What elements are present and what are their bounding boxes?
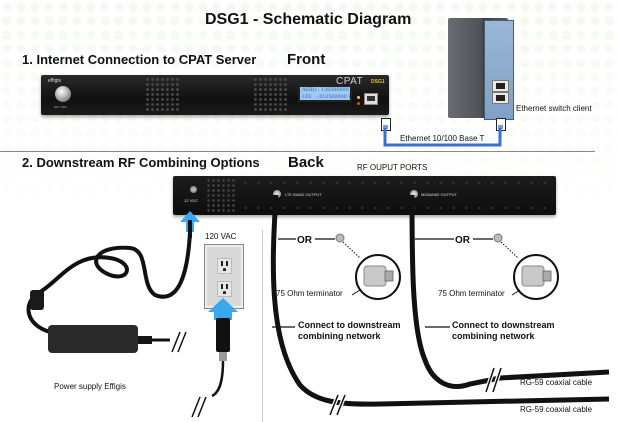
back-view-label: Back bbox=[288, 154, 324, 171]
coax-connector-icon bbox=[273, 190, 281, 198]
connect-downstream-label: Connect to downstream combining network bbox=[298, 320, 401, 341]
status-led-icon bbox=[357, 102, 360, 105]
lcd-line: AERO : 120500000 Hz bbox=[302, 88, 352, 93]
model-label: DSG1 bbox=[371, 79, 385, 85]
separator-line bbox=[262, 230, 263, 422]
ethernet-port-icon bbox=[492, 80, 509, 92]
power-supply-brick bbox=[48, 325, 138, 353]
ethernet-link-label: Ethernet 10/100 Base T bbox=[400, 134, 485, 143]
cable-break-icon bbox=[329, 394, 346, 416]
terminator-label: 75 Ohm terminator bbox=[438, 289, 505, 298]
cable-break-icon bbox=[191, 396, 207, 418]
ac-plug-strain-relief bbox=[219, 352, 227, 361]
or-label: OR bbox=[455, 235, 470, 246]
vent-grille bbox=[253, 77, 289, 113]
lcd-display: AERO : 120500000 Hz LTE : 612500000 Hz bbox=[298, 85, 352, 102]
ferrite-core bbox=[30, 290, 44, 310]
connect-downstream-label: Connect to downstream combining network bbox=[452, 320, 555, 341]
cable-break-icon bbox=[171, 331, 187, 353]
section-divider bbox=[0, 151, 595, 152]
dc-plug bbox=[188, 220, 192, 238]
rf-ports-heading: RF OUPUT PORTS bbox=[357, 163, 428, 172]
coax-cable-lte bbox=[270, 194, 610, 407]
receptacle-icon bbox=[217, 258, 232, 274]
outlet-voltage-label: 120 VAC bbox=[205, 232, 237, 241]
psu-plug bbox=[138, 336, 152, 344]
page-title: DSG1 - Schematic Diagram bbox=[205, 11, 412, 28]
psu-cable bbox=[26, 231, 192, 334]
midband-output-label: MIDBAND OUTPUT bbox=[421, 192, 457, 197]
ethernet-cable bbox=[383, 128, 502, 147]
cpat-logo: CPAT bbox=[336, 76, 364, 87]
power-label: ON / OFF bbox=[54, 105, 67, 109]
lte-output-label: LTE BAND OUTPUT bbox=[285, 192, 322, 197]
switch-label: Ethernet switch client bbox=[516, 104, 592, 113]
cable-label: RG-59 coaxial cable bbox=[520, 405, 593, 414]
brand-label: effigis bbox=[48, 78, 61, 84]
or-label: OR bbox=[297, 235, 312, 246]
coax-connector-icon bbox=[410, 190, 418, 198]
terminator-small-icon bbox=[335, 233, 345, 243]
dc-jack-icon bbox=[190, 186, 197, 193]
power-knob bbox=[55, 86, 71, 102]
terminator-pointer-line bbox=[511, 289, 521, 296]
vent-grille bbox=[206, 178, 236, 213]
ethernet-port-icon bbox=[364, 93, 378, 105]
terminator-label: 75 Ohm terminator bbox=[276, 289, 343, 298]
power-supply-label: Power supply Effigis bbox=[54, 382, 126, 391]
switch-faceplate bbox=[484, 20, 514, 120]
front-rack-unit: effigis ON / OFF AERO : 120500000 Hz LTE… bbox=[41, 75, 389, 115]
coax-cable-midband bbox=[409, 194, 610, 389]
status-led-icon bbox=[357, 96, 360, 99]
terminator-pointer-line bbox=[351, 289, 361, 296]
screw-row bbox=[239, 207, 549, 209]
magnify-dotted-line bbox=[500, 241, 519, 259]
screw-row bbox=[239, 182, 549, 184]
terminator-small-icon bbox=[493, 233, 503, 243]
back-rack-unit: 12 VDC LTE BAND OUTPUT MIDBAND OUTPUT bbox=[173, 176, 556, 215]
cable-label: RG-59 coaxial cable bbox=[520, 378, 593, 387]
ac-cord bbox=[211, 360, 225, 398]
ac-plug bbox=[216, 318, 230, 352]
section-downstream-heading: 2. Downstream RF Combining Options bbox=[22, 155, 260, 170]
front-view-label: Front bbox=[287, 51, 326, 68]
vent-grille bbox=[145, 77, 181, 113]
ethernet-port-icon bbox=[492, 92, 509, 104]
cable-break-icon bbox=[485, 367, 502, 393]
section-internet-heading: 1. Internet Connection to CPAT Server bbox=[22, 52, 257, 67]
receptacle-icon bbox=[217, 281, 232, 297]
magnify-dotted-line bbox=[342, 241, 361, 259]
dc-input-label: 12 VDC bbox=[184, 198, 199, 203]
ac-arrow-icon bbox=[208, 298, 238, 320]
